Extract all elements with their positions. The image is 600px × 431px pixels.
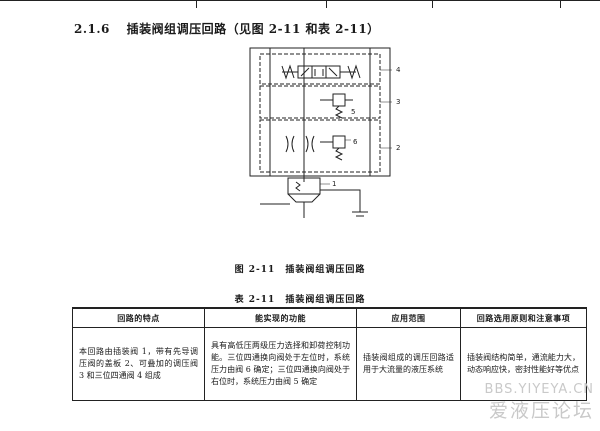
relief-valve-5 xyxy=(320,93,353,119)
directional-valve-4 xyxy=(281,64,361,80)
cover-plate xyxy=(249,47,391,177)
watermark-text: 爱液压论坛 xyxy=(488,400,594,422)
figure-caption: 图 2-11 插装阀组调压回路 xyxy=(0,262,600,275)
cartridge-valve-1 xyxy=(287,177,368,218)
callout-6: 6 xyxy=(353,138,358,146)
circuit-spec-table: 回路的特点 能实现的功能 应用范围 回路选用原则和注意事项 本回路由插装阀 1，… xyxy=(72,307,587,401)
callout-2: 2 xyxy=(396,144,400,152)
callout-3: 3 xyxy=(396,98,400,106)
cell-application: 插装阀组成的调压回路适用于大流量的液压系统 xyxy=(356,327,461,401)
table-caption: 表 2-11 插装阀组调压回路 xyxy=(0,292,600,305)
table-header-row: 回路的特点 能实现的功能 应用范围 回路选用原则和注意事项 xyxy=(72,307,587,328)
pilot-relief-valve-6 xyxy=(320,135,346,161)
orifices xyxy=(285,135,315,153)
block-boundaries xyxy=(259,53,381,173)
header-selection-notes: 回路选用原则和注意事项 xyxy=(460,307,587,328)
cell-features: 本回路由插装阀 1，带有先导调压阀的盖板 2、可叠加的调压阀 3 和三位四通阀 … xyxy=(72,327,205,401)
section-heading: 2.1.6 插装阀组调压回路（见图 2-11 和表 2-11） xyxy=(74,20,380,37)
header-application: 应用范围 xyxy=(356,307,461,328)
hydraulic-circuit-diagram: 4 3 2 5 6 1 xyxy=(249,47,401,218)
callout-4: 4 xyxy=(396,66,401,74)
callout-5: 5 xyxy=(351,108,355,116)
table-label: 表 2-11 xyxy=(234,295,276,305)
section-number: 2.1.6 xyxy=(74,22,110,36)
header-functions: 能实现的功能 xyxy=(204,307,357,328)
table-row: 本回路由插装阀 1，带有先导调压阀的盖板 2、可叠加的调压阀 3 和三位四通阀 … xyxy=(72,327,587,401)
cell-selection-notes: 插装阀结构简单，通流能力大，动态响应快，密封性能好等优点 xyxy=(460,327,587,401)
callout-1: 1 xyxy=(332,180,336,188)
cell-functions: 具有高低压两级压力选择和卸荷控制功能。三位四通换向阀处于左位时，系统压力由阀 6… xyxy=(204,327,357,401)
header-features: 回路的特点 xyxy=(72,307,205,328)
section-title: 插装阀组调压回路（见图 2-11 和表 2-11） xyxy=(126,22,380,36)
top-table-rule xyxy=(0,0,600,8)
figure-label: 图 2-11 xyxy=(234,265,276,275)
table-caption-text: 插装阀组调压回路 xyxy=(285,295,366,305)
watermark-url: BBS.YIYEYA.CN xyxy=(484,382,594,397)
figure-caption-text: 插装阀组调压回路 xyxy=(285,265,366,275)
watermark: BBS.YIYEYA.CN 爱液压论坛 xyxy=(485,382,594,423)
